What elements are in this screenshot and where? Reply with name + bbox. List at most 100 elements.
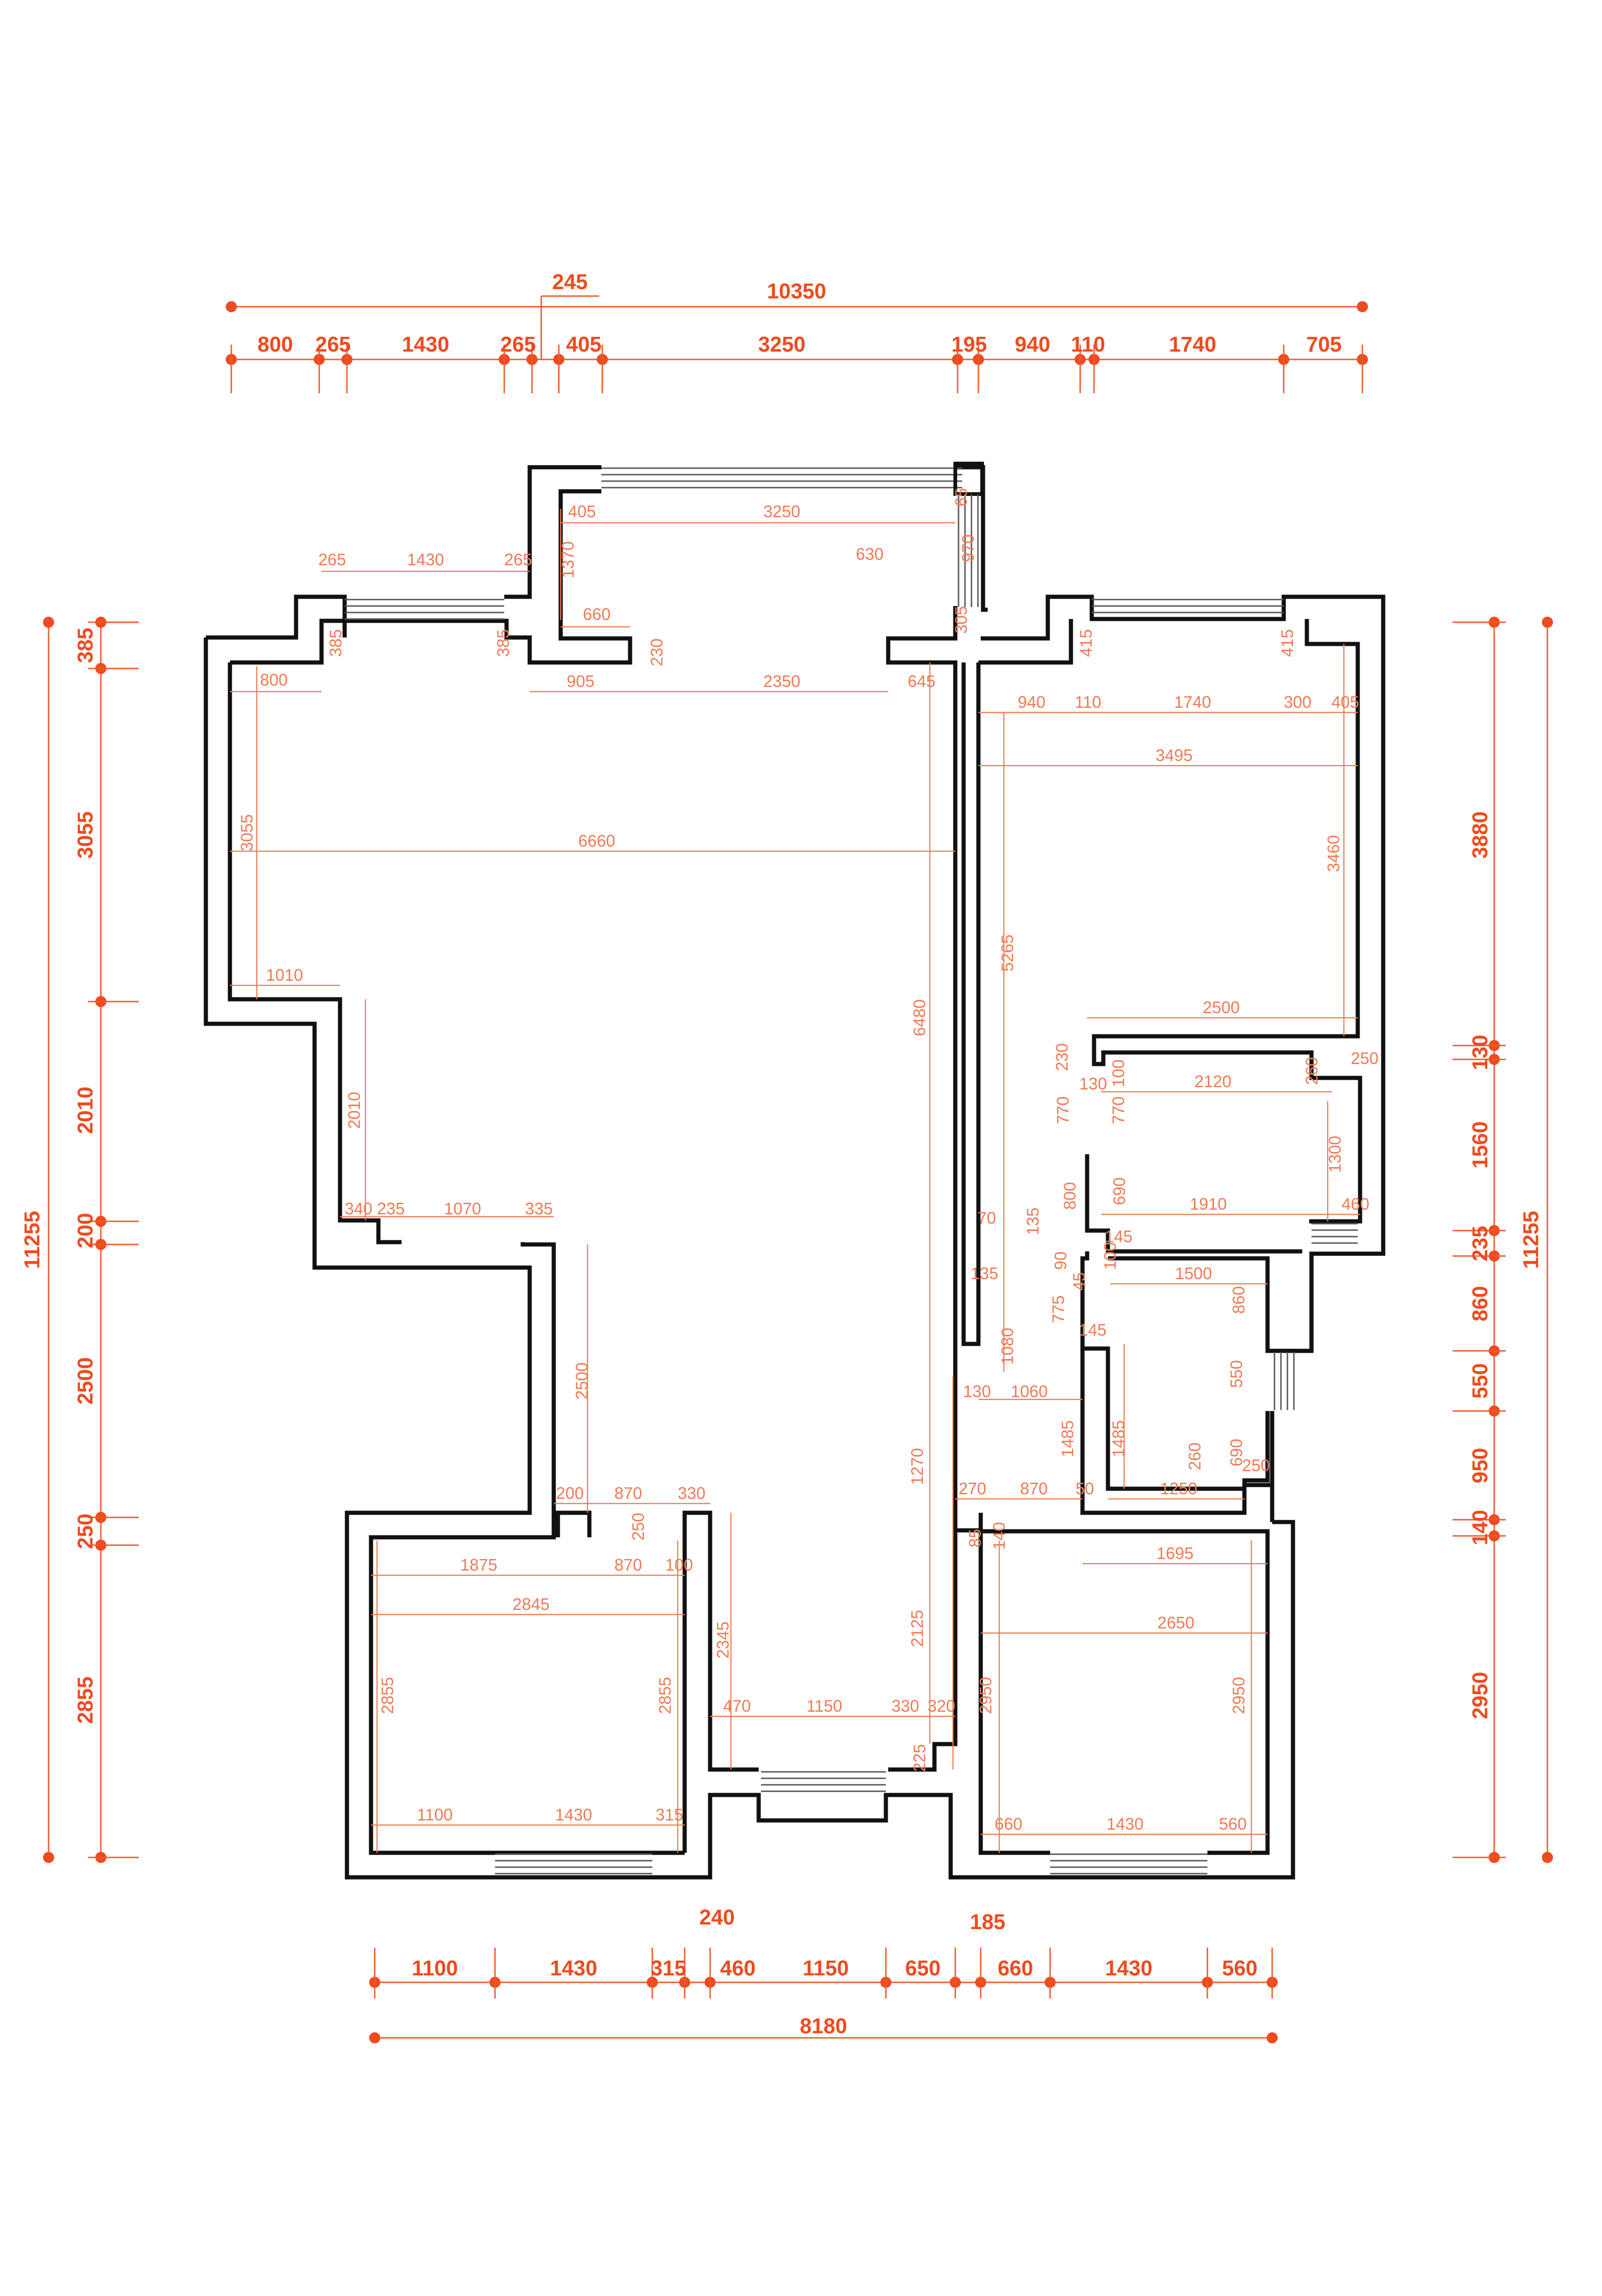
interior-dimension-label: 250 — [629, 1513, 648, 1541]
interior-dimension-label: 940 — [1018, 693, 1045, 712]
bottom-note-label: 185 — [970, 1910, 1006, 1934]
interior-dimension-label: 85 — [965, 1529, 984, 1547]
interior-dimension-label: 800 — [1060, 1182, 1079, 1210]
window-bottom-center — [761, 1771, 886, 1792]
wall-inner-corridor — [369, 1242, 685, 1855]
interior-dimension-label: 45 — [1070, 1272, 1089, 1291]
interior-dimension-label: 690 — [1227, 1439, 1246, 1467]
interior-dimension-label: 1010 — [266, 965, 303, 984]
right-dimension-label: 3880 — [1468, 811, 1492, 859]
interior-dimension-label: 1430 — [1107, 1814, 1144, 1833]
bottom-note-label: 240 — [699, 1905, 735, 1929]
interior-dimension-label: 905 — [567, 672, 594, 691]
right-dimension-label: 235 — [1468, 1226, 1492, 1262]
interior-dimension-label: 2950 — [976, 1677, 995, 1714]
interior-dimension-label: 145 — [1079, 1320, 1107, 1339]
interior-dimension-label: 1910 — [1190, 1194, 1227, 1213]
interior-dimension-label: 2845 — [513, 1595, 550, 1614]
interior-dimension-label: 90 — [1051, 1251, 1070, 1270]
interior-dimension-label: 1500 — [1175, 1264, 1212, 1283]
interior-dimension-label: 340 — [345, 1199, 372, 1218]
interior-dimension-label: 1695 — [1157, 1544, 1194, 1563]
interior-dimension-label: 1270 — [908, 1448, 927, 1485]
bottom-dimension-label: 460 — [720, 1956, 756, 1980]
window-top-right-vertical — [958, 494, 979, 607]
interior-dimension-label: 3495 — [1156, 746, 1193, 765]
wall-outer-top-left — [206, 594, 347, 640]
interior-dimension-label: 460 — [1342, 1194, 1369, 1213]
interior-dimension-label: 415 — [1076, 629, 1095, 657]
left-dimension-label: 385 — [73, 628, 97, 663]
interior-dimension-label: 660 — [583, 605, 611, 624]
interior-dimension-label: 135 — [1023, 1207, 1042, 1235]
interior-dimension-label: 3460 — [1324, 835, 1343, 872]
interior-dimension-label: 1250 — [1160, 1479, 1197, 1498]
right-dimension-label: 2950 — [1468, 1672, 1492, 1719]
interior-dimension-label: 130 — [1079, 1074, 1107, 1093]
interior-dimension-label: 140 — [990, 1522, 1008, 1550]
interior-dimension-label: 1300 — [1325, 1136, 1344, 1173]
right-dimension-label: 550 — [1468, 1363, 1492, 1399]
walls — [204, 465, 1386, 1880]
window-top-right — [1092, 599, 1284, 613]
interior-dimension-label: 1060 — [1011, 1382, 1048, 1401]
window-right-bath — [1274, 1352, 1295, 1410]
interior-dimension-label: 870 — [614, 1484, 642, 1503]
dimension-node — [369, 2032, 380, 2043]
interior-dimension-label: 2950 — [1229, 1677, 1248, 1714]
interior-dimension-label: 800 — [260, 670, 288, 689]
interior-dimension-label: 560 — [1219, 1814, 1247, 1833]
interior-dimension-label: 770 — [1053, 1096, 1072, 1124]
wall-mid-right — [1085, 1154, 1302, 1254]
dimension-node — [1267, 2032, 1278, 2043]
wall-outer-top-mid — [504, 465, 601, 599]
interior-dimension-label: 270 — [959, 1479, 986, 1498]
interior-dimension-label: 2855 — [656, 1677, 674, 1714]
top-dimension-label: 705 — [1306, 332, 1342, 356]
interior-dimension-label: 3055 — [237, 814, 256, 851]
wall-inner-bath — [1108, 1256, 1272, 1353]
interior-dimension-label: 2350 — [763, 672, 800, 691]
interior-dimension-label: 230 — [647, 638, 666, 666]
interior-dimension-label: 5265 — [998, 934, 1017, 972]
interior-dimension-label: 265 — [504, 550, 532, 569]
interior-dimension-label: 70 — [977, 1208, 996, 1227]
top-dimension-label: 405 — [566, 332, 602, 356]
interior-dimension-label: 6660 — [578, 831, 615, 850]
left-dimension-label: 2010 — [73, 1087, 97, 1134]
interior-dimension-label: 770 — [1109, 1096, 1128, 1124]
window-bottom-right — [1050, 1853, 1207, 1875]
interior-dimension-label: 2500 — [572, 1362, 591, 1399]
wall-right-room — [978, 619, 1073, 665]
interior-dimension-label: 315 — [656, 1805, 683, 1824]
top-dimension-label: 1430 — [402, 332, 449, 356]
window-right-small — [1311, 1223, 1358, 1244]
top-note-label: 245 — [552, 270, 588, 294]
wall-right-column — [961, 662, 981, 1346]
interior-dimension-label: 660 — [995, 1814, 1022, 1833]
interior-dimension-label: 3250 — [763, 502, 800, 521]
interior-dimension-label: 2345 — [713, 1621, 732, 1659]
wall-center-column — [886, 606, 958, 1772]
interior-dimension-label: 100 — [665, 1555, 693, 1574]
right-dimension-label: 1560 — [1468, 1121, 1492, 1169]
right-dimension-label: 140 — [1468, 1510, 1492, 1546]
wall-outer-right — [981, 594, 1386, 1353]
interior-dimension-label: 110 — [1075, 693, 1101, 712]
interior-dimension-label: 230 — [1052, 1043, 1071, 1071]
interior-dimension-label: 260 — [1302, 1057, 1321, 1085]
bottom-dimension-label: 1430 — [1105, 1956, 1152, 1980]
interior-dimension-label: 1150 — [806, 1696, 842, 1715]
interior-dimension-label: 235 — [377, 1199, 405, 1218]
interior-dimension-label: 2120 — [1194, 1072, 1231, 1091]
interior-dimension-label: 250 — [1351, 1049, 1379, 1068]
interior-dimension-label: 405 — [568, 502, 596, 521]
interior-dimension-label: 385 — [494, 629, 513, 657]
right-total-label: 11255 — [1519, 1211, 1543, 1269]
interior-dimension-label: 550 — [1227, 1360, 1246, 1388]
bottom-dimension-label: 1430 — [550, 1956, 597, 1980]
dimension-node — [1542, 1852, 1553, 1863]
dimension-node — [1542, 617, 1553, 628]
